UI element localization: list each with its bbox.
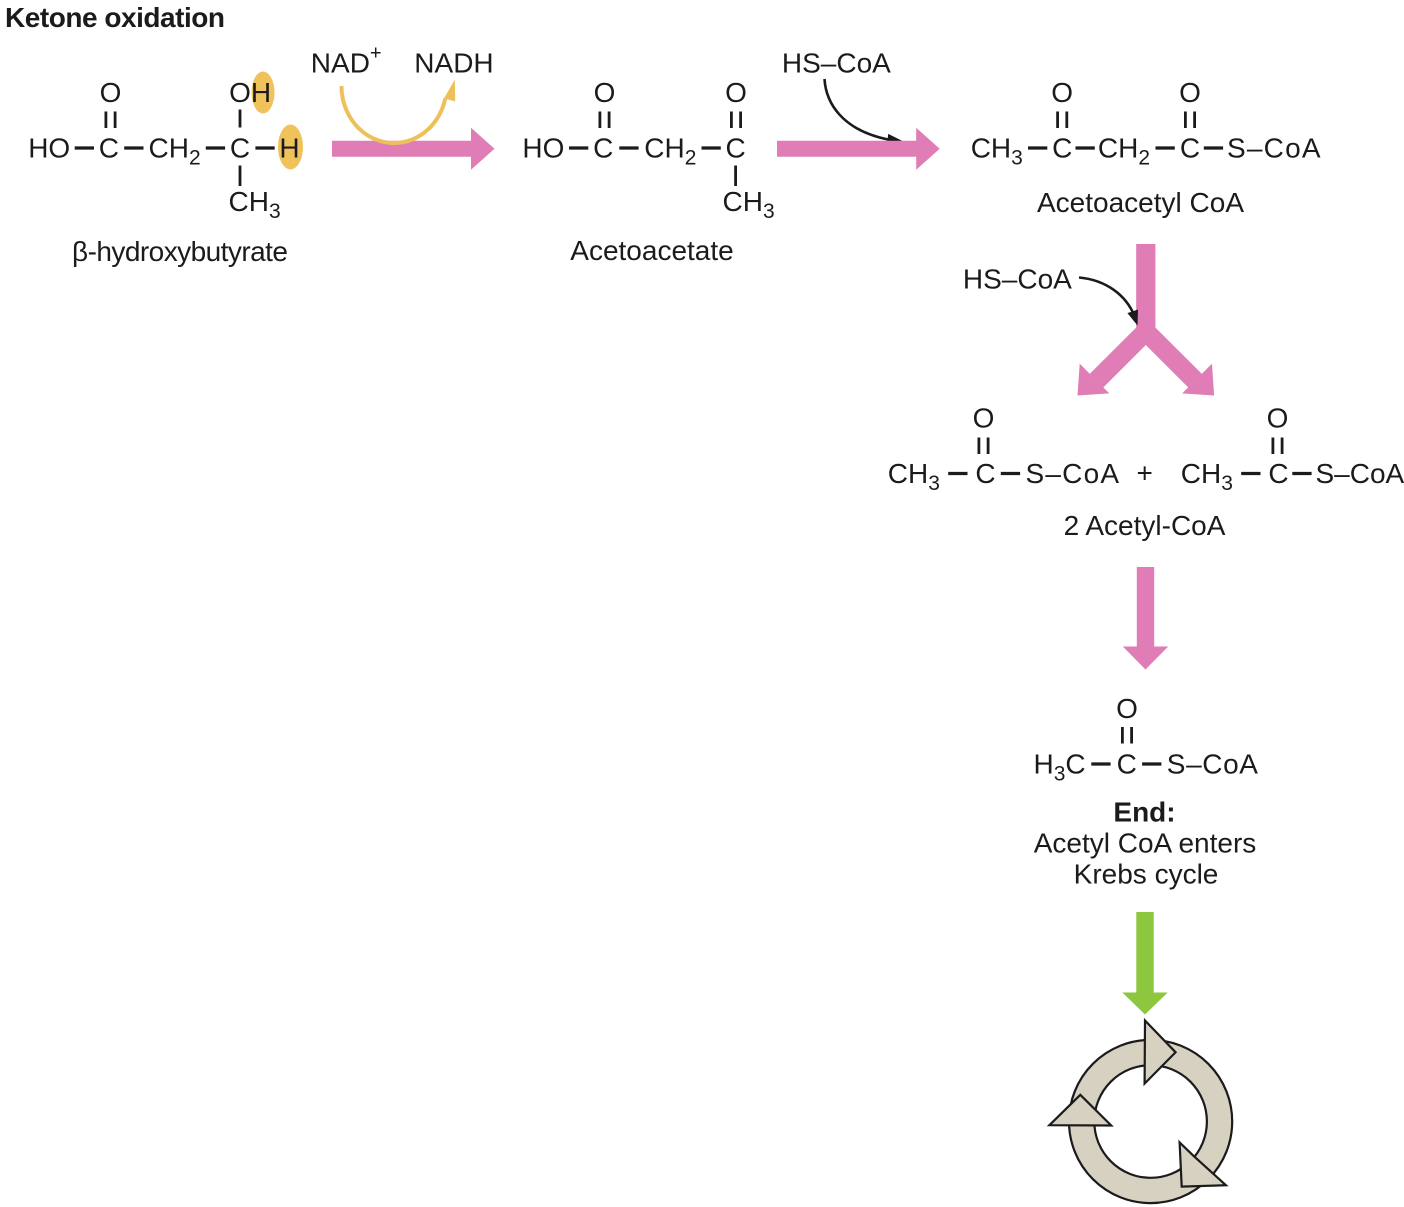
svg-text:O: O	[1051, 77, 1073, 108]
svg-text:C: C	[230, 133, 250, 164]
svg-text:H: H	[279, 133, 299, 164]
svg-text:O: O	[1179, 77, 1201, 108]
svg-text:S–CoA: S–CoA	[1227, 133, 1322, 164]
svg-text:HO: HO	[522, 133, 564, 164]
svg-text:+: +	[1137, 458, 1153, 489]
svg-text:S–CoA: S–CoA	[1316, 458, 1404, 489]
svg-text:C: C	[975, 458, 995, 489]
svg-text:Acetoacetyl CoA: Acetoacetyl CoA	[1037, 187, 1244, 218]
svg-text:C: C	[593, 133, 613, 164]
svg-text:O: O	[1267, 403, 1289, 434]
svg-text:C: C	[1180, 133, 1200, 164]
svg-text:CH2: CH2	[149, 133, 201, 170]
svg-text:H3C: H3C	[1034, 749, 1086, 786]
svg-text:HS–CoA: HS–CoA	[782, 48, 891, 79]
svg-text:NADH: NADH	[414, 48, 493, 79]
svg-text:End:: End:	[1113, 797, 1175, 828]
svg-text:Ketone oxidation: Ketone oxidation	[5, 2, 225, 33]
svg-text:C: C	[1117, 749, 1137, 780]
svg-text:Acetoacetate: Acetoacetate	[570, 235, 733, 266]
svg-text:C: C	[1268, 458, 1288, 489]
svg-text:S–CoA: S–CoA	[1167, 749, 1259, 780]
svg-text:NAD+: NAD+	[311, 43, 382, 79]
svg-text:β-hydroxybutyrate: β-hydroxybutyrate	[72, 236, 288, 267]
svg-text:O: O	[973, 403, 995, 434]
svg-text:O: O	[594, 77, 616, 108]
svg-text:Krebs cycle: Krebs cycle	[1074, 859, 1219, 890]
svg-text:C: C	[1052, 133, 1072, 164]
svg-text:HS–CoA: HS–CoA	[963, 264, 1072, 295]
svg-text:HO: HO	[28, 133, 70, 164]
svg-text:O: O	[1116, 693, 1138, 724]
svg-text:C: C	[725, 133, 745, 164]
svg-text:O: O	[725, 77, 747, 108]
svg-text:S–CoA: S–CoA	[1026, 458, 1121, 489]
svg-text:Acetyl CoA enters: Acetyl CoA enters	[1034, 828, 1257, 859]
svg-text:OH: OH	[229, 77, 271, 108]
svg-text:2 Acetyl-CoA: 2 Acetyl-CoA	[1064, 510, 1226, 541]
svg-text:O: O	[100, 77, 122, 108]
svg-text:C: C	[99, 133, 119, 164]
